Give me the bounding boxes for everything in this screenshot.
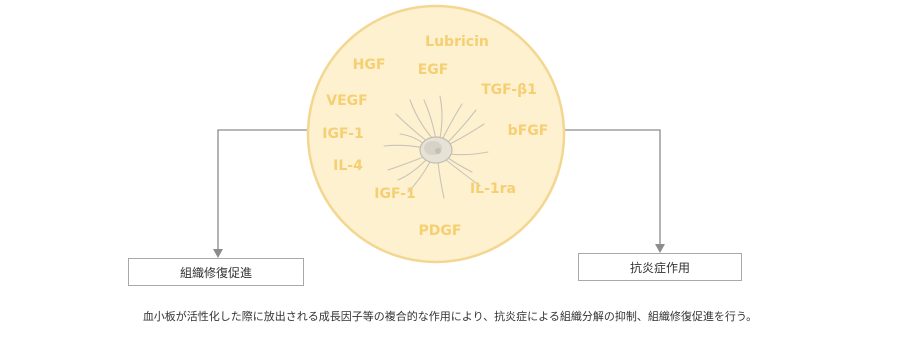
factor-label: IGF-1 — [374, 186, 415, 202]
tissue-repair-label: 組織修復促進 — [179, 265, 252, 280]
anti-inflammatory-box: 抗炎症作用 — [578, 253, 742, 281]
left-arrowhead — [213, 249, 223, 258]
right-connector — [562, 129, 661, 246]
connectors — [213, 129, 665, 258]
factor-label: HGF — [353, 57, 386, 73]
tissue-repair-box: 組織修復促進 — [128, 258, 304, 286]
right-arrowhead — [655, 244, 665, 253]
factor-label: bFGF — [508, 123, 549, 139]
factor-label: IL-4 — [333, 158, 363, 174]
activated-platelet-icon — [383, 95, 489, 199]
factor-label: IL-1ra — [470, 181, 516, 197]
left-connector — [217, 129, 312, 251]
growth-factor-circle — [306, 4, 566, 264]
factor-label: VEGF — [326, 93, 367, 109]
figure-caption: 血小板が活性化した際に放出される成長因子等の複合的な作用により、抗炎症による組織… — [142, 310, 758, 323]
anti-inflammatory-label: 抗炎症作用 — [629, 260, 690, 275]
factor-label: EGF — [418, 62, 449, 78]
factor-label: Lubricin — [425, 34, 489, 50]
factor-label: TGF-β1 — [481, 82, 537, 98]
factor-label: PDGF — [419, 223, 462, 239]
factor-label: IGF-1 — [322, 126, 363, 142]
growth-factor-labels: Lubricin HGF EGF TGF-β1 VEGF bFGF IGF-1 … — [322, 34, 548, 239]
